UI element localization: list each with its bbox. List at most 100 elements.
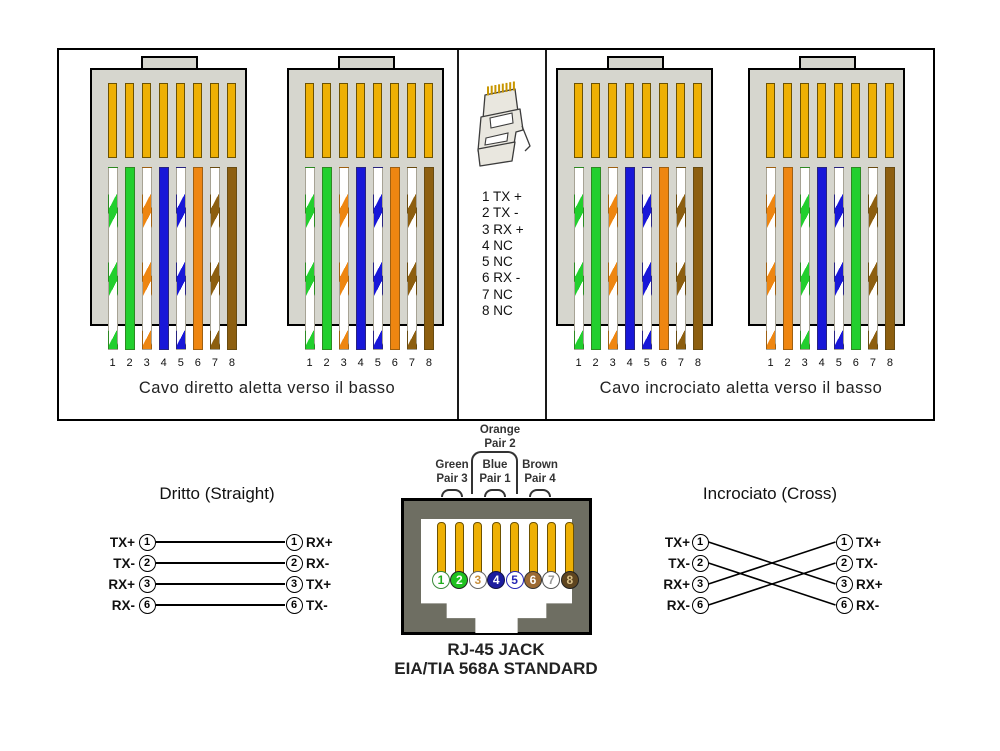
- pin-circle: 1: [835, 533, 853, 551]
- wire-blue: [355, 167, 366, 350]
- wire-blue: [816, 167, 827, 350]
- cross-wire-lines: [708, 541, 836, 606]
- jack-pin-circle: 2: [450, 571, 469, 589]
- cross-left-label: TX+: [664, 534, 690, 550]
- wire-number: 7: [408, 357, 415, 369]
- straight-left-label: TX+: [109, 534, 135, 550]
- wire-number: 4: [818, 357, 825, 369]
- wire-number: 2: [126, 357, 133, 369]
- wire-brown-white: [867, 167, 878, 350]
- straight-diagram-title: Dritto (Straight): [159, 484, 275, 503]
- wire-green: [321, 167, 332, 350]
- contact-pin: [108, 83, 117, 158]
- contact-pin: [800, 83, 810, 158]
- pin-circle: 6: [691, 596, 709, 614]
- contact-pin: [142, 83, 152, 158]
- wire-blue-white: [833, 167, 844, 350]
- contact-pin: [851, 83, 861, 158]
- pin-circle: 6: [835, 596, 853, 614]
- wire-number: 1: [575, 357, 582, 369]
- wire-blue: [158, 167, 169, 350]
- jack-pin-circle: 5: [505, 571, 524, 589]
- wire-green-white: [304, 167, 315, 350]
- contact-pin: [356, 83, 366, 158]
- cross-right-label: TX-: [856, 555, 878, 571]
- pin-legend-line: 2 TX -: [482, 205, 519, 221]
- wire-number: 7: [869, 357, 876, 369]
- wire-brown: [884, 167, 895, 350]
- jack-pin-circle: 1: [432, 571, 450, 589]
- contact-pin: [608, 83, 618, 158]
- straight-right-label: RX-: [306, 555, 330, 571]
- contact-pin: [885, 83, 895, 158]
- straight-right-label: TX-: [306, 597, 328, 613]
- jack-pin: [454, 522, 464, 576]
- cross-right-label: RX-: [856, 597, 880, 613]
- contact-pin: [574, 83, 583, 158]
- contact-pin: [159, 83, 169, 158]
- contact-pin: [834, 83, 844, 158]
- contact-pin: [591, 83, 601, 158]
- jack-pin-circle: 3: [468, 571, 487, 589]
- straight-wire-line: [156, 604, 285, 606]
- contact-pin: [339, 83, 349, 158]
- brown-pair-brace: [529, 489, 551, 497]
- wire-number: 3: [340, 357, 347, 369]
- pin-legend-line: 5 NC: [482, 254, 513, 270]
- wire-number: 1: [767, 357, 774, 369]
- jack-pin-circle: 8: [560, 571, 579, 589]
- orange-pair-bracket: [471, 451, 518, 494]
- contact-pin: [390, 83, 400, 158]
- wire-number: 1: [306, 357, 313, 369]
- wire-brown-white: [675, 167, 686, 350]
- wire-number: 2: [784, 357, 791, 369]
- panel-divider-left: [457, 50, 459, 419]
- pin-circle: 6: [138, 596, 156, 614]
- wire-blue-white: [175, 167, 186, 350]
- jack-pin: [510, 522, 520, 576]
- wire-number: 6: [194, 357, 201, 369]
- straight-left-label: TX-: [113, 555, 135, 571]
- cross-left-label: RX-: [666, 597, 690, 613]
- rj45-plug-icon: [477, 81, 531, 167]
- pin-legend-line: 8 NC: [482, 303, 513, 319]
- wire-number: 5: [835, 357, 842, 369]
- jack-caption-line1: RJ-45 JACK: [447, 640, 545, 659]
- jack-pin-circle: 7: [542, 571, 561, 589]
- wire-orange: [782, 167, 793, 350]
- straight-right-label: TX+: [306, 576, 332, 592]
- wire-orange-white: [338, 167, 349, 350]
- wire-number: 2: [323, 357, 330, 369]
- wire-green-white: [107, 167, 118, 350]
- pin-circle: 1: [138, 533, 156, 551]
- wire-blue-white: [372, 167, 383, 350]
- wire-number: 6: [391, 357, 398, 369]
- wire-blue-white: [641, 167, 652, 350]
- wire-number: 5: [643, 357, 650, 369]
- wire-orange-white: [765, 167, 776, 350]
- wire-number: 8: [228, 357, 236, 369]
- cross-cable-caption: Cavo incrociato aletta verso il basso: [599, 379, 883, 397]
- pin-legend-line: 4 NC: [482, 237, 513, 253]
- pin-circle: 1: [285, 533, 303, 551]
- wire-number: 5: [177, 357, 184, 369]
- jack-caption-line2: EIA/TIA 568A STANDARD: [394, 659, 598, 678]
- pin-circle: 2: [138, 554, 156, 572]
- wire-green: [124, 167, 135, 350]
- contact-pin: [424, 83, 434, 158]
- contact-pin: [373, 83, 383, 158]
- wire-number: 7: [677, 357, 684, 369]
- wire-green-white: [573, 167, 584, 350]
- jack-pin: [546, 522, 556, 576]
- wire-number: 3: [801, 357, 808, 369]
- jack-pin: [473, 522, 483, 576]
- contact-pin: [305, 83, 314, 158]
- wire-number: 8: [694, 357, 702, 369]
- pin-legend-line: 3 RX +: [482, 221, 524, 237]
